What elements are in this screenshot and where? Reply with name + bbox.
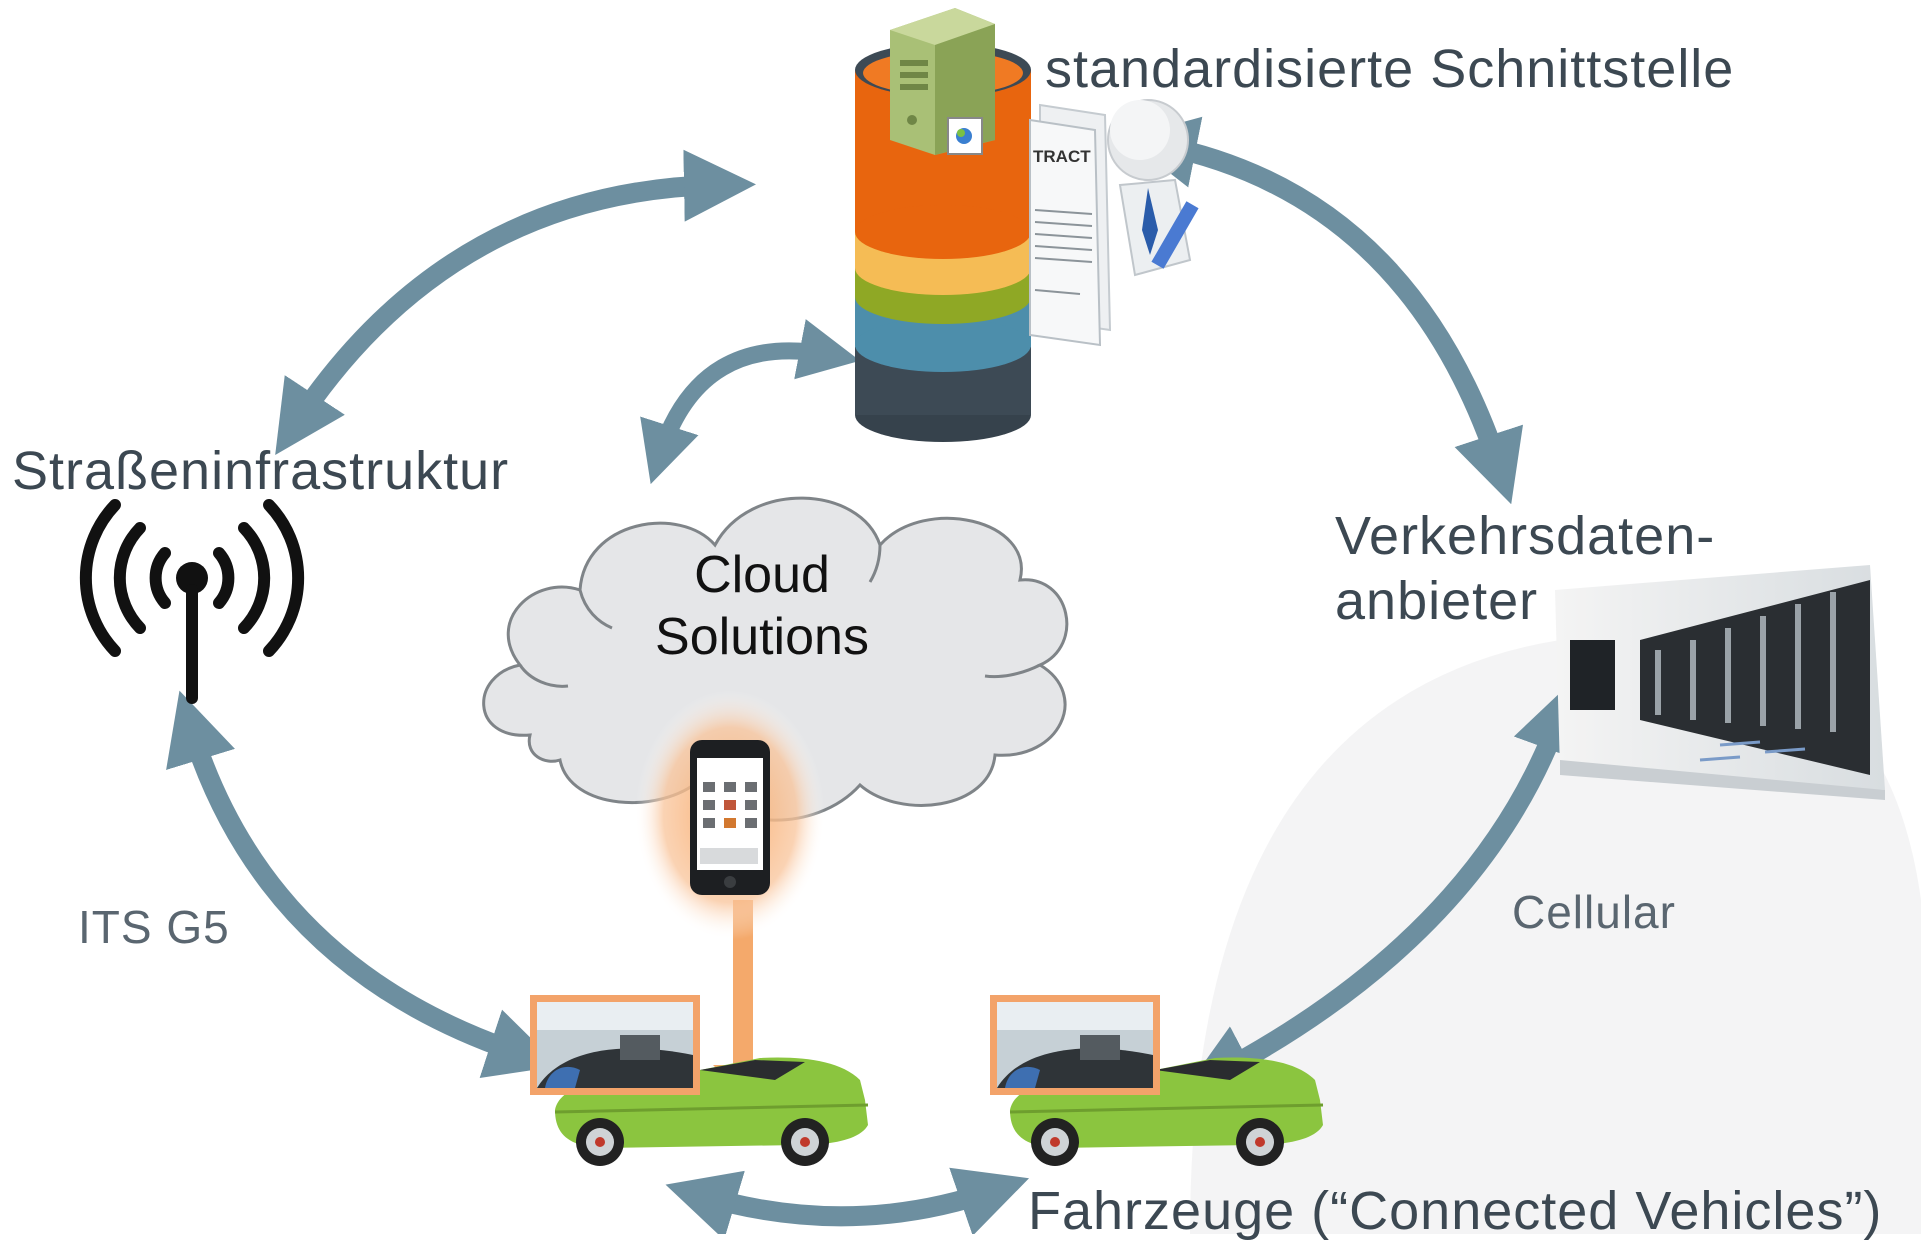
smartphone-icon	[635, 690, 825, 940]
server-icon	[890, 8, 995, 155]
arrow-db-provider	[1124, 116, 1523, 505]
arrow-road-vehicle	[166, 690, 560, 1079]
cloud-label-line1: Cloud	[694, 546, 830, 604]
label-standardized-interface: standardisierte Schnittstelle	[1045, 39, 1735, 99]
label-connected-vehicles: Fahrzeuge (“Connected Vehicles”)	[1028, 1181, 1883, 1241]
arrow-vehicle-provider	[1183, 681, 1582, 1092]
contract-text: TRACT	[1033, 147, 1091, 166]
dashboard-photo-icon-left	[530, 995, 700, 1095]
label-road-infrastructure: Straßeninfrastruktur	[12, 441, 510, 501]
cloud-label-line2: Solutions	[655, 608, 869, 666]
antenna-icon	[79, 499, 305, 704]
arrow-vehicle-vehicle	[665, 1167, 1030, 1240]
arrows	[166, 116, 1582, 1240]
label-traffic-data-provider-line1: Verkehrsdaten-	[1335, 506, 1716, 566]
arrow-db-road	[275, 149, 756, 456]
arrow-db-cloud	[640, 319, 861, 485]
contract-person-icon: TRACT	[1029, 99, 1199, 347]
label-cellular: Cellular	[1512, 886, 1676, 938]
data-center-icon	[1555, 565, 1885, 800]
label-its-g5: ITS G5	[78, 901, 230, 953]
dashboard-photo-icon-right	[990, 995, 1160, 1095]
label-traffic-data-provider-line2: anbieter	[1335, 571, 1539, 631]
